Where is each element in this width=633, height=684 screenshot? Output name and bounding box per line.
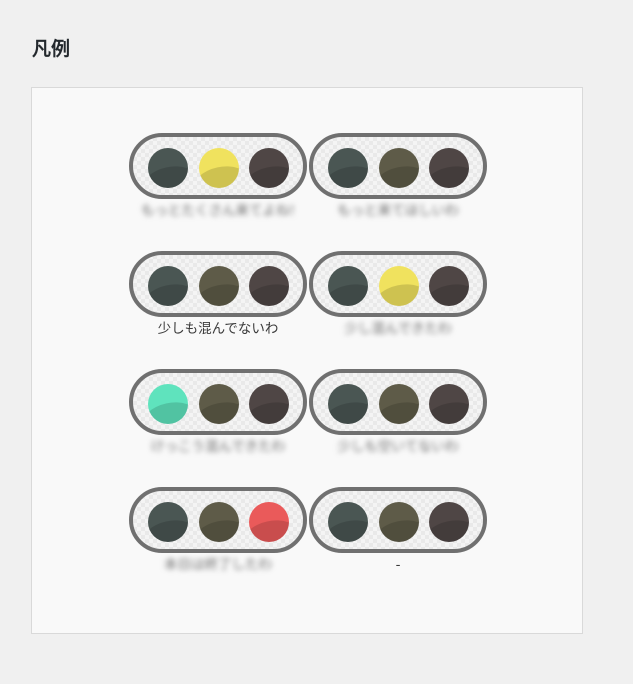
signal-lamp [249,266,289,306]
legend-caption: 本日は終了したわ [164,557,272,573]
signal-lamp [249,384,289,424]
signal-lamp [199,384,239,424]
signal-lamp [379,502,419,542]
legend-grid: もっとたくさん来てよね! もっと来てほしいわ少しも混んでないわ 少し混んできたわけっ… [129,133,489,605]
legend-item: けっこう混んできたわ [129,369,309,487]
traffic-signal-icon [129,487,307,553]
signal-lamp [328,148,368,188]
signal-lamp [249,502,289,542]
signal-lamp [429,266,469,306]
signal-lamp [379,266,419,306]
signal-lamp [249,148,289,188]
traffic-signal-icon [129,369,307,435]
legend-item: 少しも空いてないわ [309,369,489,487]
traffic-signal-icon [129,251,307,317]
legend-item: もっとたくさん来てよね! [129,133,309,251]
signal-lamp [379,148,419,188]
signal-lamp [199,148,239,188]
signal-lamp [328,384,368,424]
legend-caption: もっとたくさん来てよね! [141,203,295,219]
traffic-signal-icon [309,369,487,435]
signal-lamp [429,148,469,188]
legend-item: 少し混んできたわ [309,251,489,369]
legend-caption: 少しも混んでないわ [157,321,279,337]
traffic-signal-icon [309,133,487,199]
legend-item: もっと来てほしいわ [309,133,489,251]
legend-item: 本日は終了したわ [129,487,309,605]
signal-lamp [148,148,188,188]
signal-lamp [429,384,469,424]
signal-lamp [148,384,188,424]
legend-panel: もっとたくさん来てよね! もっと来てほしいわ少しも混んでないわ 少し混んできたわけっ… [31,87,583,634]
legend-item: 少しも混んでないわ [129,251,309,369]
traffic-signal-icon [309,487,487,553]
traffic-signal-icon [309,251,487,317]
signal-lamp [328,266,368,306]
legend-caption: けっこう混んできたわ [150,439,286,455]
traffic-signal-icon [129,133,307,199]
signal-lamp [148,502,188,542]
signal-lamp [199,502,239,542]
legend-caption: もっと来てほしいわ [337,203,459,219]
signal-lamp [429,502,469,542]
legend-caption: - [395,557,401,573]
signal-lamp [328,502,368,542]
signal-lamp [199,266,239,306]
legend-caption: 少しも空いてないわ [337,439,459,455]
legend-title: 凡例 [32,38,71,60]
signal-lamp [379,384,419,424]
legend-item: - [309,487,489,605]
signal-lamp [148,266,188,306]
legend-caption: 少し混んできたわ [344,321,452,337]
